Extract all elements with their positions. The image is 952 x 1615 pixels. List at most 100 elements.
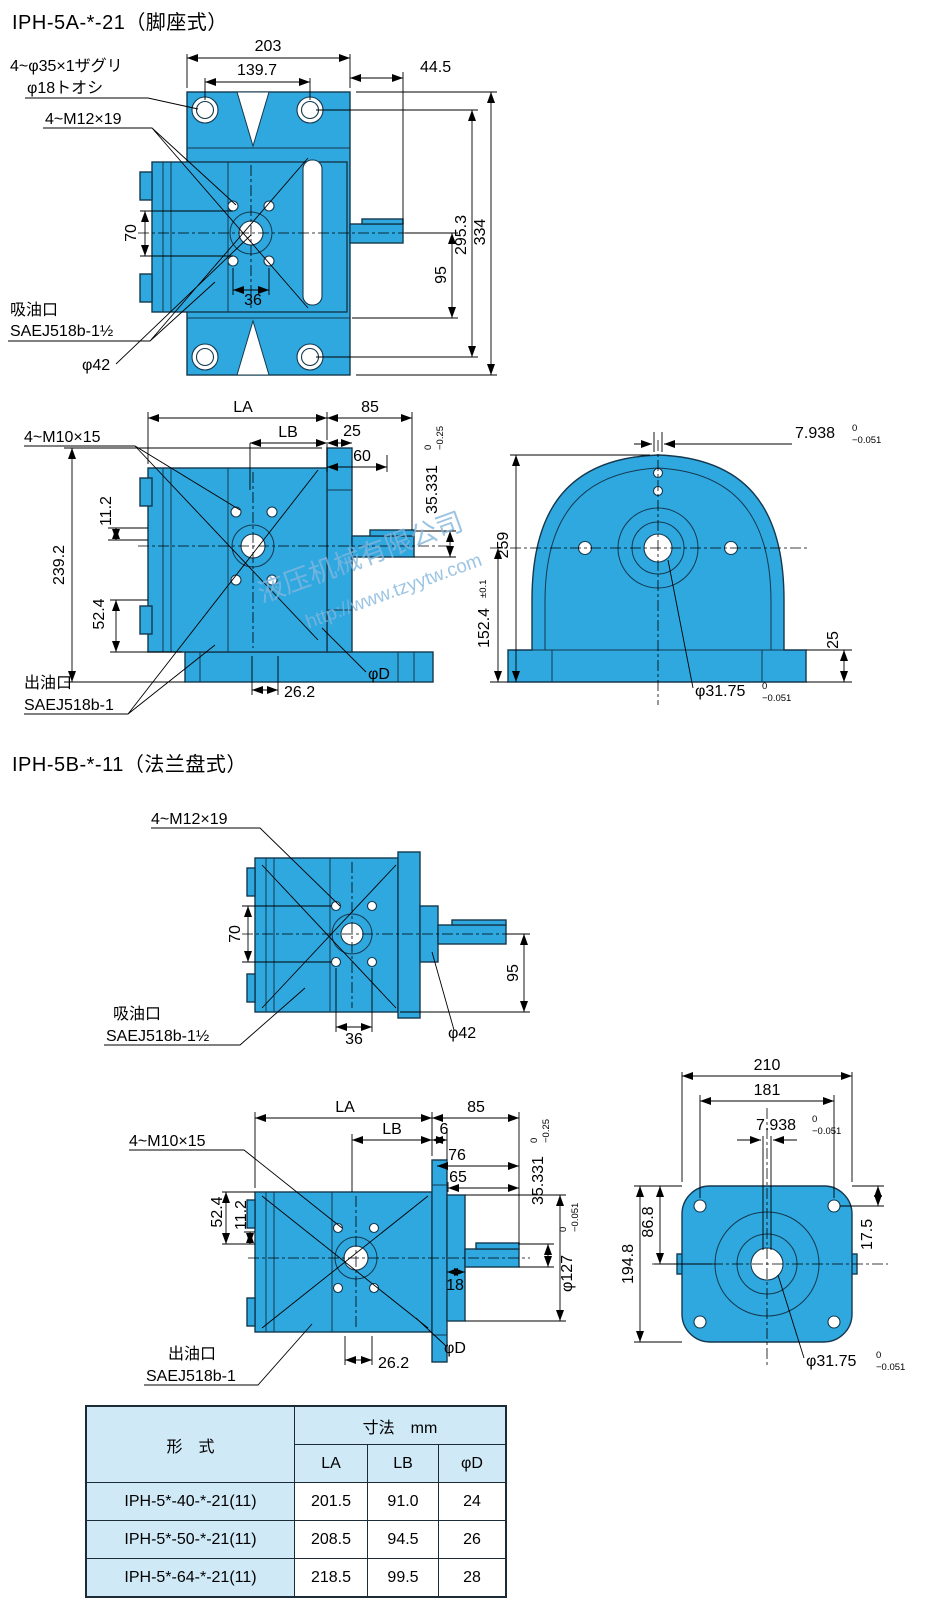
b2-tol-35-331-lower: −0.25 — [541, 1119, 552, 1143]
a3-dim-25: 25 — [825, 631, 842, 649]
b3-centerlines — [652, 1108, 888, 1368]
b1-suction-port-spec: SAEJ518b-1½ — [106, 1028, 209, 1045]
a3-tol-152-4: ±0.1 — [478, 580, 489, 598]
b2-face-bolts — [332, 1222, 380, 1294]
b2-dim-11-2: 11.2 — [233, 1200, 250, 1230]
b2-outlet-port-label: 出油口 — [168, 1345, 216, 1363]
b1-dim-36: 36 — [345, 1031, 363, 1048]
b2-dim-lb: LB — [382, 1121, 402, 1138]
a3-tol-31-75-upper: 0 — [762, 681, 767, 692]
b2-dim-la: LA — [335, 1099, 355, 1116]
a1-dim-36: 36 — [244, 292, 262, 309]
a1-label-counterbore: 4~φ35×1ザグリ — [10, 57, 123, 75]
b1-suction-port-label: 吸油口 — [113, 1005, 161, 1023]
a2-tol-35-331-upper: 0 — [423, 445, 434, 450]
b3-dim-210: 210 — [754, 1057, 781, 1074]
table-row-iph5-50: IPH-5*-50-*-21(11) 208.5 94.5 26 — [85, 1520, 507, 1559]
b2-tol-127-lower: −0.051 — [570, 1203, 581, 1232]
b3-flange-end-view: 210 181 7.938 0 −0.051 86.8 194.8 17.5 φ… — [620, 1057, 905, 1373]
a3-dim-phi31-75: φ31.75 — [695, 683, 746, 700]
b2-dim-65: 65 — [449, 1169, 467, 1186]
la-cell: 218.5 — [294, 1558, 368, 1598]
model-cell: IPH-5*-40-*-21(11) — [85, 1482, 295, 1521]
la-cell: 208.5 — [294, 1520, 368, 1559]
b2-outlet-port-spec: SAEJ518b-1 — [146, 1368, 236, 1385]
a2-detail-lines — [162, 468, 415, 682]
b1-face-bolts — [330, 900, 378, 968]
table-header-row: 形 式 寸法 mm — [85, 1405, 507, 1483]
dimension-table: 形 式 寸法 mm LA LB φD IPH-5*-40-*-21(11) 20… — [85, 1405, 507, 1598]
model-cell: IPH-5*-50-*-21(11) — [85, 1520, 295, 1559]
b2-dim-phi127: φ127 — [559, 1255, 576, 1292]
a1-bracket-lines — [187, 147, 350, 319]
a2-face-bolts — [230, 506, 278, 586]
table-header-dims: 寸法 mm — [294, 1405, 507, 1445]
lb-cell: 99.5 — [367, 1558, 439, 1598]
b1-shaft-key — [451, 919, 507, 926]
b1-pump-body — [254, 857, 399, 1013]
b2-tol-127-upper: 0 — [558, 1227, 569, 1232]
a1-suction-port-spec: SAEJ518b-1½ — [10, 323, 113, 340]
a1-centerlines — [138, 165, 420, 308]
b1-rear-plate — [397, 851, 421, 1019]
a2-dim-phiD: φD — [368, 666, 390, 683]
a3-tol-7-938-lower: −0.051 — [852, 435, 881, 446]
a1-dim-334: 334 — [472, 219, 489, 246]
a1-bottom-notch — [236, 319, 270, 376]
a2-outlet-port-label: 出油口 — [24, 674, 72, 692]
a3-foot-mount-end-view: 7.938 0 −0.051 259 152.4 ±0.1 25 φ31.75 … — [476, 423, 881, 705]
a1-shaft-key — [361, 218, 404, 225]
b3-tol-31-75-upper: 0 — [876, 1350, 881, 1361]
a2-dim-11-2: 11.2 — [98, 496, 115, 526]
a2-shaft-key — [369, 529, 415, 537]
b3-dim-phi31-75: φ31.75 — [806, 1353, 857, 1370]
a1-tab-bottom — [139, 273, 153, 303]
a1-dim-95: 95 — [433, 266, 450, 284]
b1-leader-lines — [104, 827, 455, 1046]
b2-dim-52-4: 52.4 — [209, 1196, 226, 1227]
lb-cell: 91.0 — [367, 1482, 439, 1521]
a2-tab-bottom — [139, 605, 153, 635]
table-subheader-row: LA LB φD — [86, 1444, 507, 1483]
a1-shaft — [349, 223, 404, 244]
b3-tol-31-75-lower: −0.051 — [876, 1362, 905, 1373]
b2-dim-26-2: 26.2 — [378, 1355, 409, 1372]
b3-dim-17-5: 17.5 — [859, 1219, 876, 1250]
b3-dim-86-8: 86.8 — [640, 1206, 657, 1237]
b3-keyway-lines — [762, 1136, 772, 1250]
b2-pump-body — [254, 1191, 433, 1333]
la-cell: 201.5 — [294, 1482, 368, 1521]
b3-dim-7-938: 7.938 — [756, 1117, 796, 1134]
a1-bracket-slot — [302, 159, 323, 306]
a2-foot-mount-side-view: LA 85 LB 25 60 4~M10×15 11.2 239.2 52.4 … — [24, 399, 456, 715]
a2-dim-25: 25 — [343, 423, 361, 440]
a2-dim-lb: LB — [278, 424, 298, 441]
a1-suction-port-label: 吸油口 — [10, 301, 58, 319]
b3-tol-7-938-lower: −0.051 — [812, 1126, 841, 1137]
table-row-iph5-40: IPH-5*-40-*-21(11) 201.5 91.0 24 — [85, 1482, 507, 1521]
a1-dim-44-5: 44.5 — [420, 59, 451, 76]
table-header-model: 形 式 — [85, 1405, 295, 1483]
b2-tab-bottom — [246, 1297, 256, 1327]
b2-leader-lines — [129, 1149, 447, 1386]
a2-centerlines — [138, 472, 452, 648]
a1-tab-top — [139, 171, 153, 201]
a1-extension-lines — [140, 54, 497, 376]
b1-flange-mount-rear-view: 4~M12×19 70 95 吸油口 SAEJ518b-1½ 36 φ42 — [104, 811, 530, 1048]
section-b-title: IPH-5B-*-11（法兰盘式） — [12, 754, 247, 776]
a1-dim-70: 70 — [123, 224, 140, 242]
phid-cell: 26 — [438, 1520, 507, 1559]
phid-cell: 24 — [438, 1482, 507, 1521]
a3-dim-152-4: 152.4 — [476, 608, 493, 648]
a2-foot — [184, 651, 434, 683]
b3-tol-7-938-upper: 0 — [812, 1114, 817, 1125]
a2-dim-35-331: 35.331 — [424, 465, 441, 514]
b2-flange-mount-side-view: LA 85 LB 6 76 65 4~M10×15 52.4 11.2 35.3… — [129, 1099, 581, 1386]
a3-dim-259: 259 — [495, 532, 512, 559]
table-col-phid: φD — [438, 1444, 507, 1483]
b3-dim-194-8: 194.8 — [620, 1244, 637, 1284]
a1-mounting-holes — [191, 96, 324, 371]
b1-dim-70: 70 — [227, 925, 244, 943]
b2-centerlines — [248, 1196, 530, 1328]
